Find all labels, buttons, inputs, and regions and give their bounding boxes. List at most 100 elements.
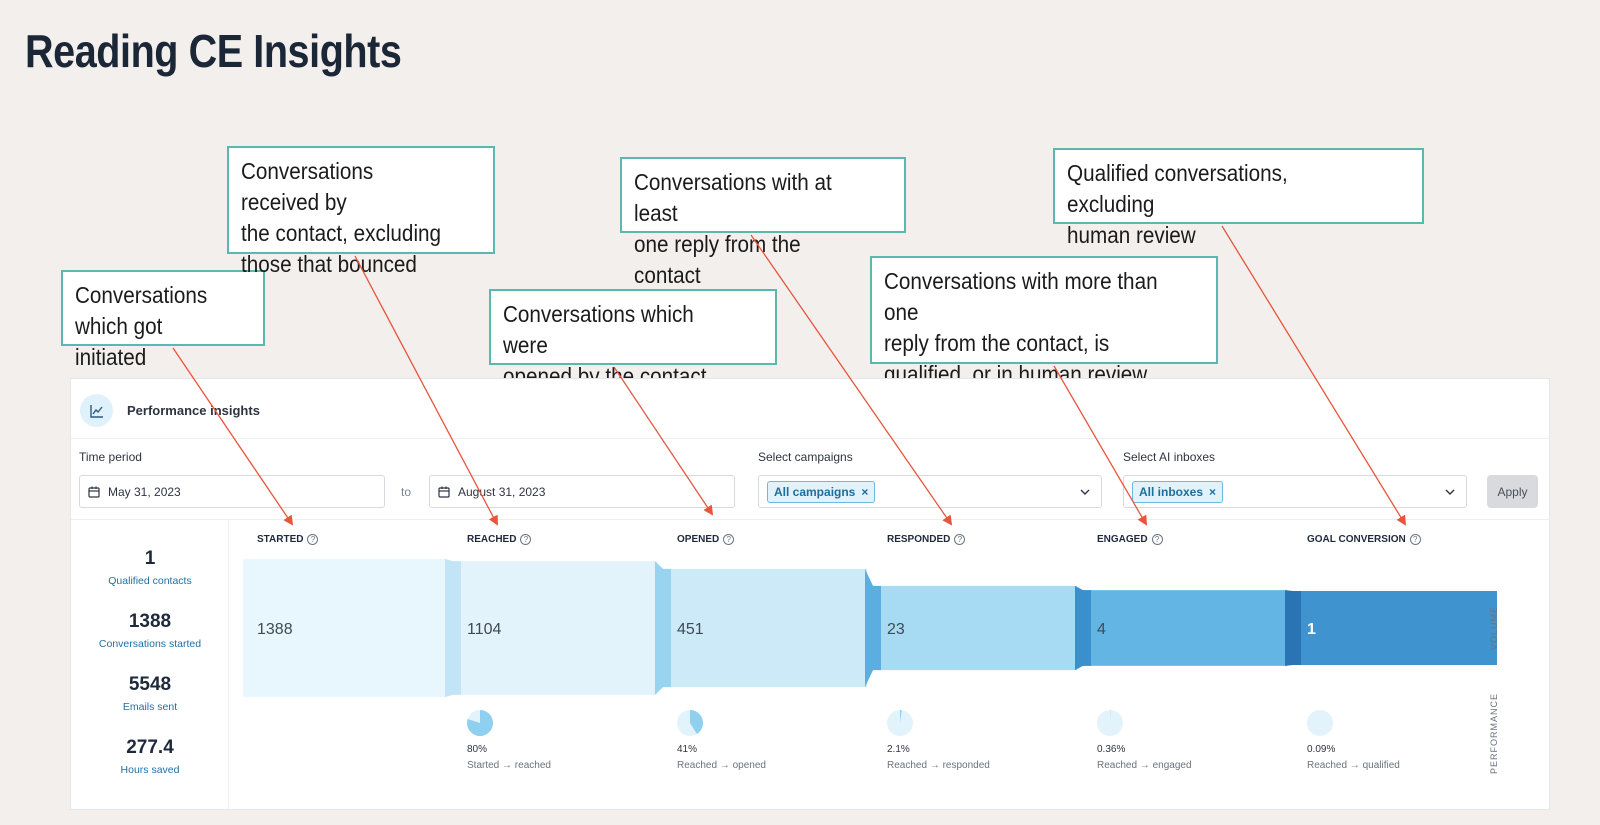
- funnel-bar-started[interactable]: [243, 559, 447, 697]
- funnel-value-label: 1388: [257, 621, 293, 638]
- inboxes-chip-label: All inboxes: [1139, 484, 1204, 499]
- start-date-field[interactable]: May 31, 2023: [79, 475, 385, 508]
- funnel-value-label: 4: [1097, 621, 1106, 638]
- help-icon[interactable]: ?: [723, 534, 735, 545]
- performance-percent: 2.1%: [887, 744, 910, 755]
- end-date-value: August 31, 2023: [458, 484, 546, 499]
- stage-title-text: REACHED: [467, 534, 517, 545]
- performance-label: Started → reached: [467, 760, 551, 771]
- panel-header: Performance insights: [71, 379, 1549, 439]
- chevron-down-icon: [1080, 489, 1090, 495]
- performance-label: Reached → qualified: [1307, 760, 1400, 771]
- callout-responded-text: Conversations with at least one reply fr…: [634, 169, 832, 288]
- stage-title-started: STARTED?: [257, 534, 319, 545]
- kpi-value: 1: [144, 548, 156, 569]
- kpi-value: 277.4: [126, 737, 174, 758]
- campaigns-chip-label: All campaigns: [774, 484, 856, 499]
- stage-title-text: STARTED: [257, 534, 304, 545]
- campaigns-select[interactable]: All campaigns ×: [758, 475, 1102, 508]
- funnel-connector: [445, 559, 453, 697]
- callout-opened: Conversations which were opened by the c…: [489, 289, 777, 389]
- volume-side-label: VOLUME: [1489, 605, 1499, 650]
- stage-title-text: ENGAGED: [1097, 534, 1148, 545]
- apply-button[interactable]: Apply: [1487, 475, 1538, 508]
- calendar-icon: [88, 486, 100, 498]
- help-icon[interactable]: ?: [1151, 534, 1163, 545]
- performance-percent: 0.36%: [1097, 744, 1126, 755]
- kpi-label: Hours saved: [120, 764, 180, 776]
- funnel-edge: [453, 561, 461, 695]
- end-date-field[interactable]: August 31, 2023: [429, 475, 735, 508]
- help-icon[interactable]: ?: [520, 534, 532, 545]
- campaigns-chip: All campaigns ×: [767, 480, 876, 503]
- callout-engaged: Conversations with more than one reply f…: [870, 256, 1218, 387]
- funnel-edge: [663, 568, 671, 688]
- help-icon[interactable]: ?: [307, 534, 319, 545]
- funnel-value-label: 451: [677, 621, 704, 638]
- funnel-bar-responded[interactable]: [873, 585, 1077, 671]
- callout-started: Conversations which got initiated: [61, 270, 265, 370]
- kpi-emails-sent: 5548 Emails sent: [71, 674, 229, 713]
- callout-reached: Conversations received by the contact, e…: [227, 146, 495, 277]
- funnel-edge: [1083, 590, 1091, 666]
- performance-side-label: PERFORMANCE: [1489, 692, 1499, 774]
- stage-title-text: GOAL CONVERSION: [1307, 534, 1406, 545]
- kpi-hours-saved: 277.4 Hours saved: [71, 737, 229, 776]
- kpi-conversations-started: 1388 Conversations started: [71, 611, 229, 650]
- callout-started-text: Conversations which got initiated: [75, 282, 208, 370]
- funnel-edge: [873, 585, 881, 671]
- funnel-connector: [655, 561, 663, 695]
- funnel-value-label: 1104: [467, 621, 502, 638]
- kpi-value: 1388: [128, 611, 172, 632]
- stage-title-opened: OPENED?: [677, 534, 735, 545]
- time-period-label: Time period: [79, 450, 142, 464]
- performance-label: Reached → opened: [677, 760, 766, 771]
- funnel-value-label: 23: [887, 621, 905, 638]
- inboxes-label: Select AI inboxes: [1123, 450, 1216, 464]
- kpi-value: 5548: [128, 674, 172, 695]
- start-date-value: May 31, 2023: [108, 484, 181, 499]
- performance-percent: 0.09%: [1307, 744, 1336, 755]
- stage-title-responded: RESPONDED?: [887, 534, 966, 545]
- funnel-bar-engaged[interactable]: [1083, 590, 1287, 666]
- chart-line-icon: [80, 394, 113, 427]
- performance-label: Reached → engaged: [1097, 760, 1192, 771]
- funnel-connector: [1285, 590, 1293, 666]
- stage-title-engaged: ENGAGED?: [1097, 534, 1163, 545]
- inboxes-select[interactable]: All inboxes ×: [1123, 475, 1467, 508]
- funnel-bar-opened[interactable]: [663, 568, 867, 688]
- campaigns-label: Select campaigns: [758, 450, 853, 464]
- funnel-bar-reached[interactable]: [453, 561, 657, 695]
- help-icon[interactable]: ?: [954, 534, 966, 545]
- stage-title-text: RESPONDED: [887, 534, 951, 545]
- to-label: to: [401, 485, 412, 499]
- funnel-connector: [1075, 585, 1083, 671]
- kpi-label: Qualified contacts: [108, 575, 192, 587]
- calendar-icon: [438, 486, 450, 498]
- kpi-label: Conversations started: [98, 638, 202, 650]
- close-icon[interactable]: ×: [861, 484, 869, 499]
- performance-pie-slice: [467, 710, 493, 736]
- stage-title-text: OPENED: [677, 534, 720, 545]
- funnel-edge: [1293, 591, 1301, 665]
- funnel-svg: 1388 1104 451 23 4 1: [243, 559, 1497, 736]
- performance-percent: 41%: [677, 744, 698, 755]
- stage-title-goal-conversion: GOAL CONVERSION?: [1307, 534, 1421, 545]
- performance-pie-slice: [900, 710, 902, 723]
- kpi-column: 1 Qualified contacts 1388 Conversations …: [71, 519, 229, 811]
- performance-pie-bg: [1307, 710, 1333, 736]
- callout-reached-text: Conversations received by the contact, e…: [241, 158, 442, 277]
- slide-title: Reading CE Insights: [25, 25, 402, 77]
- close-icon[interactable]: ×: [1209, 484, 1217, 499]
- help-icon[interactable]: ?: [1409, 534, 1421, 545]
- callout-responded: Conversations with at least one reply fr…: [620, 157, 906, 288]
- funnel-connector: [865, 568, 873, 688]
- kpi-qualified-contacts: 1 Qualified contacts: [71, 548, 229, 587]
- callout-engaged-text: Conversations with more than one reply f…: [884, 268, 1158, 387]
- performance-insights-panel: Performance insights Time period May 31,…: [70, 378, 1551, 811]
- stage-title-reached: REACHED?: [467, 534, 532, 545]
- performance-percent: 80%: [467, 744, 488, 755]
- funnel-bar-goal-conversion[interactable]: [1293, 591, 1497, 665]
- funnel-value-label: 1: [1307, 621, 1316, 638]
